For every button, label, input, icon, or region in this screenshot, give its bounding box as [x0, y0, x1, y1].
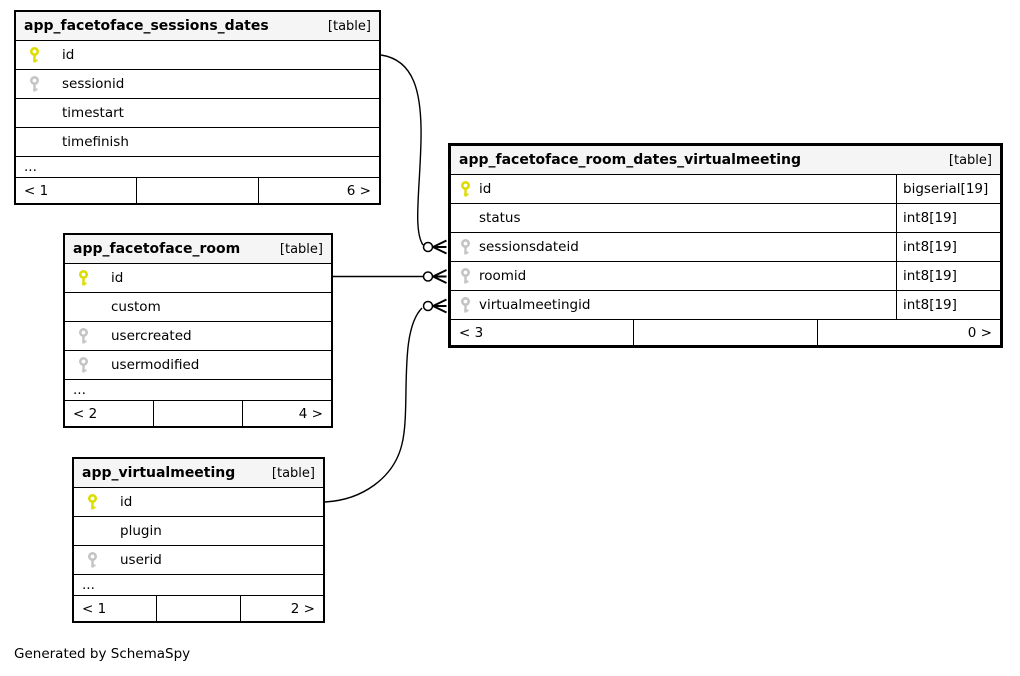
primary-key-icon: [77, 269, 90, 286]
table-degree-footer: < 1 2 >: [74, 596, 323, 621]
column-name: id: [479, 181, 492, 197]
more-columns-ellipsis: ...: [74, 575, 323, 596]
column-name: sessionid: [62, 76, 125, 92]
children-count: 0 >: [967, 324, 992, 341]
table-name: app_facetoface_room_dates_virtualmeeting: [459, 152, 801, 168]
column-row: roomid int8[19]: [451, 262, 1000, 291]
parents-count: < 1: [16, 178, 138, 203]
column-row: custom: [65, 293, 331, 322]
table-name: app_facetoface_room: [73, 241, 241, 257]
column-name: usercreated: [111, 328, 192, 344]
cardinality-circle: [422, 300, 434, 312]
column-type: int8[19]: [896, 262, 1000, 290]
generated-by-note: Generated by SchemaSpy: [14, 646, 191, 662]
parents-count: < 3: [451, 320, 635, 345]
column-type: int8[19]: [896, 291, 1000, 319]
foreign-key-icon: [86, 551, 99, 568]
primary-key-icon: [28, 46, 41, 63]
crowfoot-marker: [432, 239, 447, 255]
foreign-key-icon: [459, 238, 472, 255]
column-name: id: [120, 494, 133, 510]
column-row: status int8[19]: [451, 204, 1000, 233]
column-row: userid: [74, 546, 323, 575]
column-type: bigserial[19]: [896, 175, 1000, 203]
foreign-key-icon: [459, 296, 472, 313]
table-degree-footer: < 2 4 >: [65, 401, 331, 426]
foreign-key-icon: [77, 327, 90, 344]
column-row: id bigserial[19]: [451, 175, 1000, 204]
column-name: timefinish: [62, 134, 129, 150]
column-row: virtualmeetingid int8[19]: [451, 291, 1000, 320]
pager-spacer: [137, 178, 259, 203]
table-type-badge: [table]: [279, 241, 323, 257]
column-name: timestart: [62, 105, 124, 121]
pager-spacer: [157, 596, 241, 621]
table-app-facetoface-room-dates-virtualmeeting[interactable]: app_facetoface_room_dates_virtualmeeting…: [448, 143, 1003, 348]
primary-key-icon: [459, 180, 472, 197]
foreign-key-icon: [77, 356, 90, 373]
column-row: usermodified: [65, 351, 331, 380]
column-name: status: [479, 210, 521, 226]
table-header[interactable]: app_facetoface_room [table]: [65, 235, 331, 264]
column-row: sessionsdateid int8[19]: [451, 233, 1000, 262]
column-row: id: [65, 264, 331, 293]
table-app-facetoface-room[interactable]: app_facetoface_room [table] id custom us…: [63, 233, 333, 428]
table-degree-footer: < 1 6 >: [16, 178, 379, 203]
table-header[interactable]: app_facetoface_sessions_dates [table]: [16, 12, 379, 41]
children-count: 2 >: [290, 600, 315, 617]
table-name: app_virtualmeeting: [82, 465, 236, 481]
column-name: sessionsdateid: [479, 239, 579, 255]
children-count: 6 >: [346, 182, 371, 199]
column-row: usercreated: [65, 322, 331, 351]
column-row: plugin: [74, 517, 323, 546]
crowfoot-marker: [432, 298, 447, 314]
primary-key-icon: [86, 493, 99, 510]
children-count: 4 >: [298, 405, 323, 422]
column-name: virtualmeetingid: [479, 297, 591, 313]
column-type: int8[19]: [896, 204, 1000, 232]
more-columns-ellipsis: ...: [16, 157, 379, 178]
cardinality-circle: [422, 241, 434, 253]
column-name: usermodified: [111, 357, 200, 373]
column-row: timefinish: [16, 128, 379, 157]
column-row: id: [16, 41, 379, 70]
parents-count: < 1: [74, 596, 158, 621]
column-type: int8[19]: [896, 233, 1000, 261]
pager-spacer: [154, 401, 243, 426]
cardinality-circle: [422, 271, 434, 282]
parents-count: < 2: [65, 401, 154, 426]
column-row: id: [74, 488, 323, 517]
table-header[interactable]: app_virtualmeeting [table]: [74, 459, 323, 488]
column-row: timestart: [16, 99, 379, 128]
pager-spacer: [634, 320, 818, 345]
more-columns-ellipsis: ...: [65, 380, 331, 401]
relationship-line-virtualmeetingid: [324, 307, 423, 503]
foreign-key-icon: [28, 75, 41, 92]
column-name: userid: [120, 552, 162, 568]
table-type-badge: [table]: [327, 18, 371, 34]
column-name: id: [62, 47, 75, 63]
column-row: sessionid: [16, 70, 379, 99]
table-type-badge: [table]: [948, 152, 992, 168]
column-name: custom: [111, 299, 161, 315]
relationship-line-sessionsdateid: [380, 54, 424, 246]
column-name: plugin: [120, 523, 162, 539]
table-header[interactable]: app_facetoface_room_dates_virtualmeeting…: [451, 146, 1000, 175]
column-name: roomid: [479, 268, 527, 284]
table-name: app_facetoface_sessions_dates: [24, 18, 269, 34]
table-degree-footer: < 3 0 >: [451, 320, 1000, 345]
crowfoot-marker: [432, 269, 447, 284]
table-type-badge: [table]: [271, 465, 315, 481]
table-app-virtualmeeting[interactable]: app_virtualmeeting [table] id plugin use…: [72, 457, 325, 623]
foreign-key-icon: [459, 267, 472, 284]
column-name: id: [111, 270, 124, 286]
table-app-facetoface-sessions-dates[interactable]: app_facetoface_sessions_dates [table] id…: [14, 10, 381, 205]
